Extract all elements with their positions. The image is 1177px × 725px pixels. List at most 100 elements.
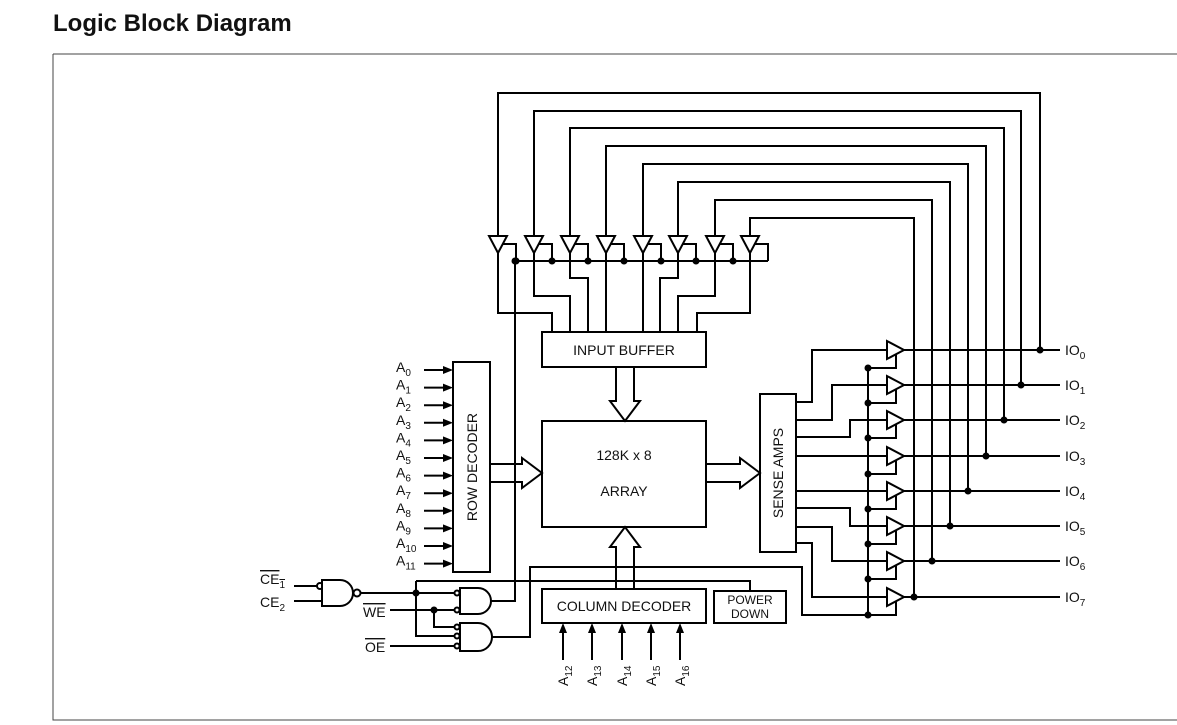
buffer-enable-line	[575, 243, 589, 261]
sense-amp-output-line	[796, 349, 887, 403]
buffer-enable-line	[868, 390, 897, 404]
buffer-enable-line	[539, 243, 553, 261]
we-label: WE	[363, 604, 386, 620]
buffer-enable-line	[683, 243, 697, 261]
buffer-enable-line	[868, 461, 897, 475]
io-feedback-line	[497, 92, 1041, 350]
buffer-to-input-buffer-line	[659, 253, 679, 332]
sense-amp-output-line	[796, 542, 887, 598]
buffer-to-input-buffer-line	[533, 253, 571, 332]
buffer-to-input-buffer-line	[569, 253, 589, 332]
io-pin-label: IO6	[1065, 553, 1086, 573]
row-address-label: A3	[396, 412, 411, 432]
junction-dot	[692, 257, 700, 265]
input-tristate-buffer	[632, 235, 654, 256]
buffer-enable-line	[868, 531, 897, 545]
and-gate-write	[459, 587, 492, 615]
row-address-label: A8	[396, 500, 411, 520]
arrow-head	[559, 623, 567, 633]
row-address-label: A4	[396, 429, 411, 449]
arrow-head	[443, 401, 453, 410]
junction-dot	[657, 257, 665, 265]
page-title: Logic Block Diagram	[53, 10, 292, 37]
power-down-label-2: DOWN	[731, 607, 769, 621]
junction-dot	[864, 575, 872, 583]
io-pin-label: IO7	[1065, 589, 1086, 609]
arrow-head	[443, 489, 453, 498]
io-feedback-line	[714, 199, 933, 561]
arrow-head	[443, 471, 453, 480]
column-address-label: A14	[614, 665, 634, 686]
output-tristate-buffer	[886, 586, 907, 608]
power-down-label-1: POWER	[727, 593, 773, 607]
sense-amp-output-line	[796, 507, 887, 527]
control-logic	[294, 261, 868, 652]
column-address-label: A16	[672, 665, 692, 686]
arrow-head	[443, 436, 453, 445]
input-tristate-buffer	[739, 235, 761, 256]
junction-dot	[584, 257, 592, 265]
buffer-enable-line	[868, 566, 897, 580]
row-address-label: A1	[396, 377, 411, 397]
input-tristate-buffer	[595, 235, 617, 256]
junction-dot	[548, 257, 556, 265]
column-decoder-block: COLUMN DECODER	[541, 588, 707, 624]
sense-amp-output-line	[796, 526, 887, 562]
io-pin-label: IO1	[1065, 377, 1086, 397]
buffer-enable-line	[868, 602, 897, 616]
buffer-to-input-buffer-line	[677, 253, 716, 332]
arrow-head	[443, 454, 453, 462]
arrow-head	[443, 524, 453, 533]
arrow-head	[443, 542, 453, 550]
row-address-label: A9	[396, 517, 411, 537]
row-address-label: A10	[396, 535, 417, 555]
array-size-label: 128K x 8	[596, 447, 651, 463]
frame	[52, 53, 1177, 721]
input-buffer-label: INPUT BUFFER	[573, 342, 675, 358]
column-decoder-label: COLUMN DECODER	[557, 598, 692, 614]
buffer-enable-line	[611, 243, 625, 261]
buffer-to-input-buffer-line	[497, 253, 553, 332]
io-feedback-line	[533, 110, 1022, 385]
input-tristate-buffer	[704, 235, 726, 256]
output-tristate-buffer	[886, 480, 907, 502]
input-buffer-to-array-arrow	[608, 366, 642, 423]
junction-dot	[864, 434, 872, 442]
sense-amps-label: SENSE AMPS	[770, 428, 786, 518]
arrow-head	[647, 623, 655, 633]
row-address-label: A2	[396, 394, 411, 414]
column-address-label: A12	[555, 665, 575, 686]
buffer-enable-line	[868, 355, 897, 369]
io-feedback-line	[569, 127, 1005, 420]
buffer-enable-line	[503, 243, 517, 261]
buffer-enable-line	[720, 243, 734, 261]
buffer-enable-line	[868, 425, 897, 439]
io-feedback-line	[749, 217, 915, 597]
input-buffer-block: INPUT BUFFER	[541, 331, 707, 368]
row-address-label: A6	[396, 465, 411, 485]
row-address-label: A11	[396, 553, 416, 573]
sense-amps-block: SENSE AMPS	[759, 393, 797, 553]
output-tristate-buffer	[886, 515, 907, 537]
ce2-label: CE2	[260, 594, 285, 614]
ce1-label: CE1	[260, 571, 285, 591]
column-address-label: A15	[643, 665, 663, 686]
junction-dot	[620, 257, 628, 265]
column-decoder-to-array-arrow	[608, 525, 642, 590]
input-tristate-buffer	[667, 235, 689, 256]
memory-array-block: 128K x 8 ARRAY	[541, 420, 707, 528]
io-feedback-line	[605, 145, 987, 456]
arrow-head	[443, 418, 453, 427]
arrow-head	[443, 383, 453, 392]
io-pin-label: IO2	[1065, 412, 1086, 432]
io-feedback-line	[642, 163, 969, 491]
row-decoder-label: ROW DECODER	[464, 413, 480, 521]
io-pin-label: IO0	[1065, 342, 1086, 362]
output-tristate-buffer	[886, 339, 907, 361]
power-down-block: POWER DOWN	[713, 590, 787, 624]
column-address-label: A13	[584, 665, 604, 686]
junction-dot	[729, 257, 737, 265]
buffer-enable-line	[868, 496, 897, 510]
arrow-head	[443, 559, 453, 568]
junction-dot	[864, 611, 872, 619]
